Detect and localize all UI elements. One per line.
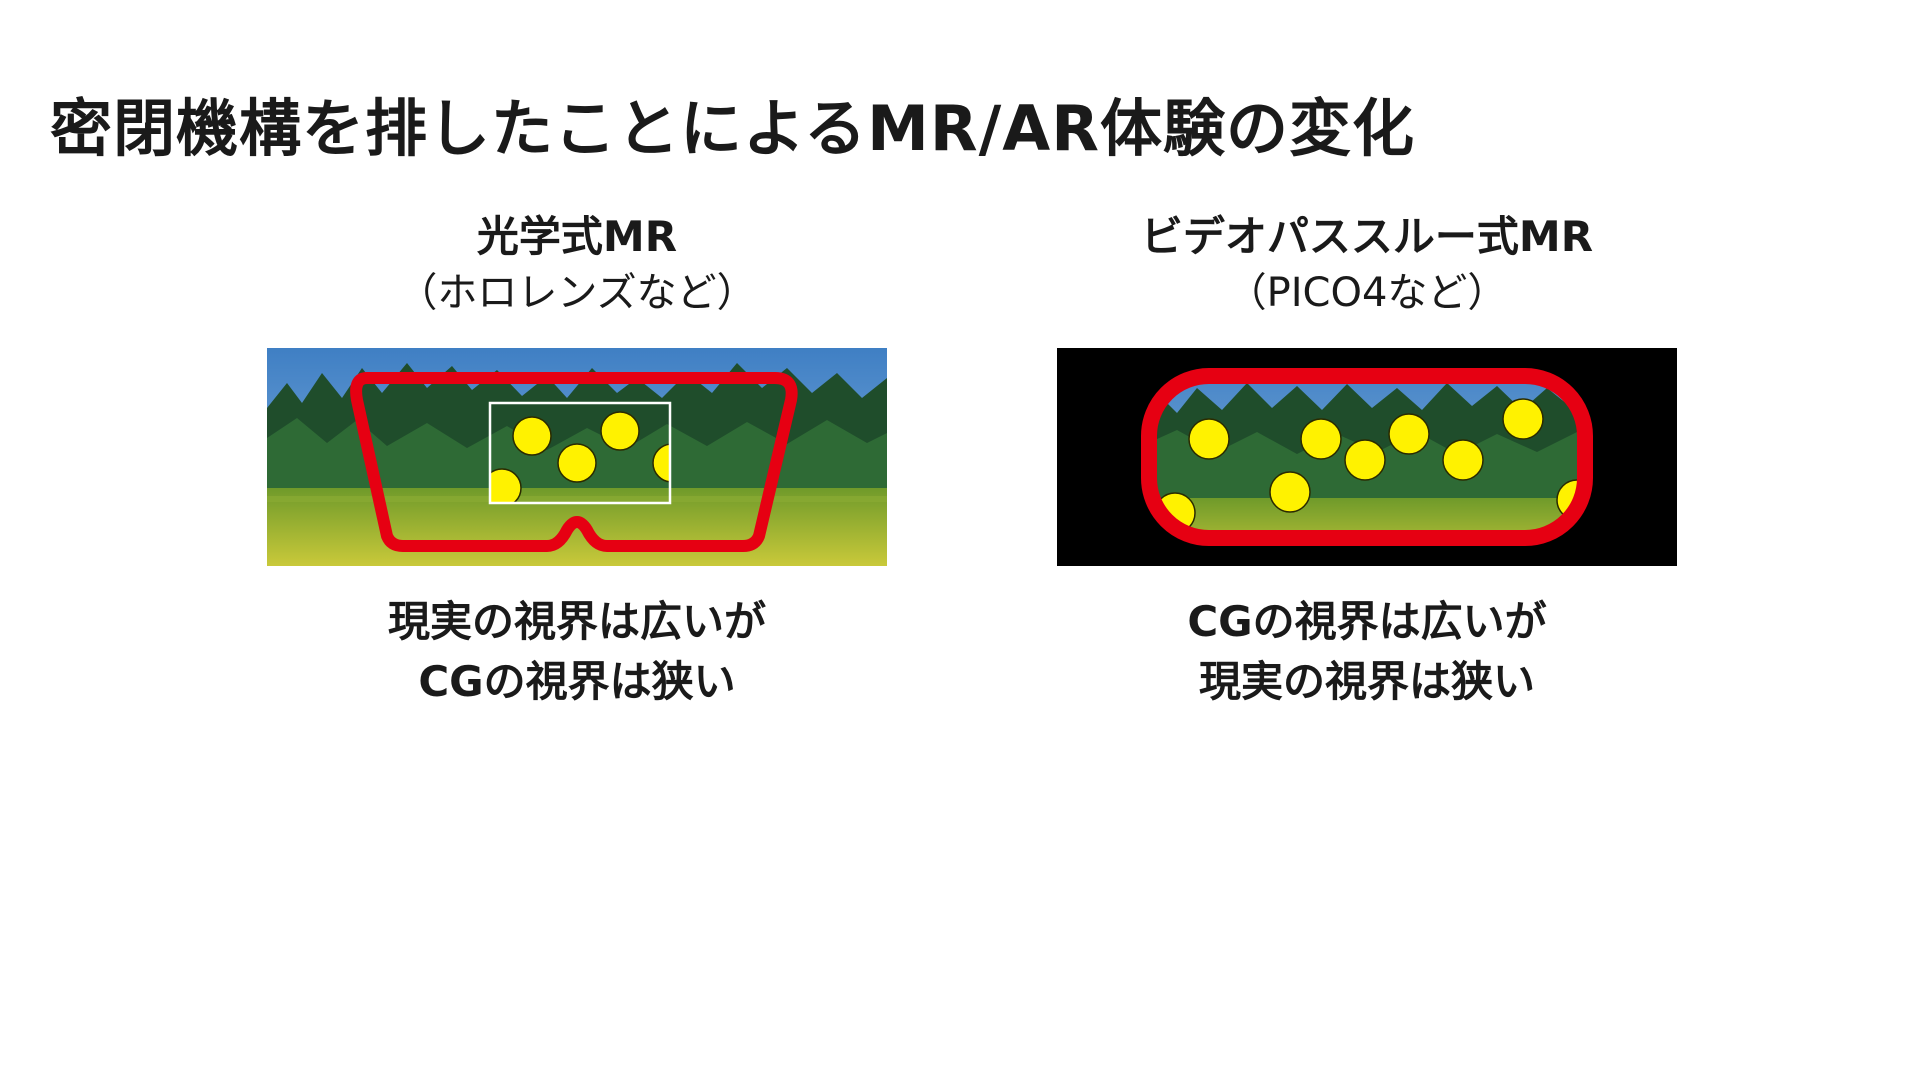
passthrough-view <box>1149 376 1585 538</box>
optical-mr-caption: 現実の視界は広いが CGの視界は狭い <box>267 592 887 712</box>
optical-mr-caption-line-1: 現実の視界は広いが <box>387 597 766 646</box>
video-passthrough-caption-line-2: 現実の視界は狭い <box>1198 657 1535 706</box>
cg-objects <box>1154 398 1585 534</box>
video-passthrough-example: （PICO4など） <box>1226 270 1508 316</box>
video-passthrough-heading: ビデオパススルー式MR <box>1140 212 1594 261</box>
cg-display-window <box>488 401 672 505</box>
slide-title: 密閉機構を排したことによるMR/AR体験の変化 <box>50 92 1415 165</box>
optical-mr-example: （ホロレンズなど） <box>397 270 757 316</box>
optical-mr-caption-line-2: CGの視界は狭い <box>418 657 736 706</box>
optical-mr-panel: 光学式MR （ホロレンズなど） <box>267 210 887 712</box>
video-passthrough-illustration <box>1057 348 1677 566</box>
video-passthrough-caption: CGの視界は広いが 現実の視界は狭い <box>1057 592 1677 712</box>
optical-mr-illustration <box>267 348 887 566</box>
video-passthrough-panel: ビデオパススルー式MR （PICO4など） <box>1057 210 1677 712</box>
goggle-frame <box>350 372 798 552</box>
cg-objects <box>490 411 670 503</box>
passthrough-frame <box>1141 368 1593 546</box>
optical-mr-heading: 光学式MR <box>476 212 678 261</box>
video-passthrough-caption-line-1: CGの視界は広いが <box>1187 597 1547 646</box>
